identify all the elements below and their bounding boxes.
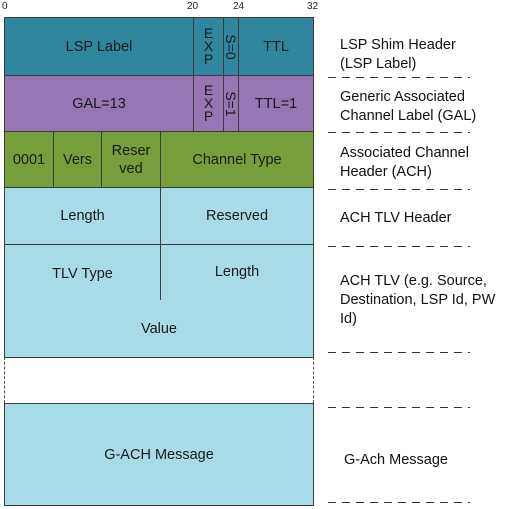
tlv-header-reserved-text: Reserved [205, 208, 269, 224]
gal-s-bit-text: S=1 [223, 90, 239, 117]
ach-version-field: Vers [53, 131, 102, 188]
lsp-label-text: LSP Label [65, 38, 133, 55]
separator-dashed-line [328, 189, 470, 190]
bit-label-0: 0 [2, 1, 8, 12]
tlv-value-field: Value [4, 300, 314, 358]
side-label-ach-line2: Header (ACH) [340, 164, 432, 180]
lsp-exp-field: E X P [193, 17, 224, 76]
lsp-label-field: LSP Label [4, 17, 194, 76]
side-label-gal-line2: Channel Label (GAL) [340, 108, 477, 124]
gach-message-field: G-ACH Message [4, 403, 314, 506]
ach-channel-type-text: Channel Type [192, 151, 282, 168]
lsp-ttl-text: TTL [263, 38, 289, 55]
bit-label-32: 32 [307, 1, 319, 12]
side-label-tlv-header-line1: ACH TLV Header [340, 210, 452, 226]
gal-exp-letter-x: X [203, 95, 214, 111]
side-label-tlv: ACH TLV (e.g. Source, Destination, LSP I… [340, 272, 495, 329]
ach-reserved-field: Reser ved [101, 131, 161, 188]
gal-exp-letter-p: P [203, 108, 214, 124]
ach-reserved-text-line2: ved [119, 160, 143, 177]
tlv-header-reserved-field: Reserved [160, 187, 314, 245]
separator-dashed-line [328, 502, 470, 503]
tlv-type-field: TLV Type [4, 244, 161, 302]
lsp-s-bit-field: S=0 [223, 17, 239, 76]
gal-ttl-field: TTL=1 [238, 75, 314, 132]
side-label-tlv-line3: Id) [340, 311, 357, 327]
gal-label-field: GAL=13 [4, 75, 194, 132]
lsp-ttl-field: TTL [238, 17, 314, 76]
ach-reserved-text-line1: Reser [111, 142, 151, 159]
lsp-exp-letter-x: X [203, 38, 214, 54]
tlv-type-text: TLV Type [52, 265, 113, 282]
gal-exp-field: E X P [193, 75, 224, 132]
lsp-exp-letter-p: P [203, 51, 214, 67]
lsp-s-bit-text: S=0 [223, 33, 239, 60]
separator-dashed-line [328, 77, 470, 78]
side-label-gal: Generic Associated Channel Label (GAL) [340, 88, 476, 126]
side-label-tlv-line1: ACH TLV (e.g. Source, [340, 273, 487, 289]
tlv-header-length-field: Length [4, 187, 161, 245]
ach-version-text: Vers [62, 151, 92, 168]
tlv-length-field: Length [160, 244, 314, 301]
side-label-tlv-line2: Destination, LSP Id, PW [340, 292, 496, 308]
side-label-ach-line1: Associated Channel [340, 145, 469, 161]
side-label-shim-line1: LSP Shim Header [340, 37, 456, 53]
gal-exp-letter-e: E [203, 82, 214, 98]
tlv-value-text: Value [140, 320, 177, 337]
tlv-header-length-text: Length [60, 208, 105, 224]
side-label-shim-line2: (LSP Label) [340, 56, 417, 72]
gal-label-text: GAL=13 [72, 95, 126, 112]
side-label-shim: LSP Shim Header (LSP Label) [340, 36, 456, 74]
gal-ttl-text: TTL=1 [254, 95, 298, 112]
side-label-tlv-header: ACH TLV Header [340, 209, 451, 228]
side-label-gal-line1: Generic Associated [340, 89, 465, 105]
gap-right-dashed-line [313, 357, 314, 403]
bit-label-20: 20 [187, 1, 199, 12]
gach-message-text: G-ACH Message [104, 446, 214, 463]
ach-nibble-field: 0001 [4, 131, 54, 188]
separator-dashed-line [328, 352, 470, 353]
side-label-ach: Associated Channel Header (ACH) [340, 144, 469, 182]
lsp-exp-letter-e: E [203, 25, 214, 41]
separator-dashed-line [328, 246, 470, 247]
ach-nibble-text: 0001 [12, 151, 46, 168]
side-label-gach-line1: G-Ach Message [344, 452, 448, 468]
side-label-gach: G-Ach Message [344, 451, 448, 470]
tlv-length-text: Length [214, 264, 260, 280]
gal-s-bit-field: S=1 [223, 75, 239, 132]
separator-dashed-line [328, 407, 470, 408]
bit-label-24: 24 [233, 1, 245, 12]
separator-dashed-line [328, 132, 470, 133]
gap-left-dashed-line [4, 357, 5, 403]
ach-channel-type-field: Channel Type [160, 131, 314, 188]
